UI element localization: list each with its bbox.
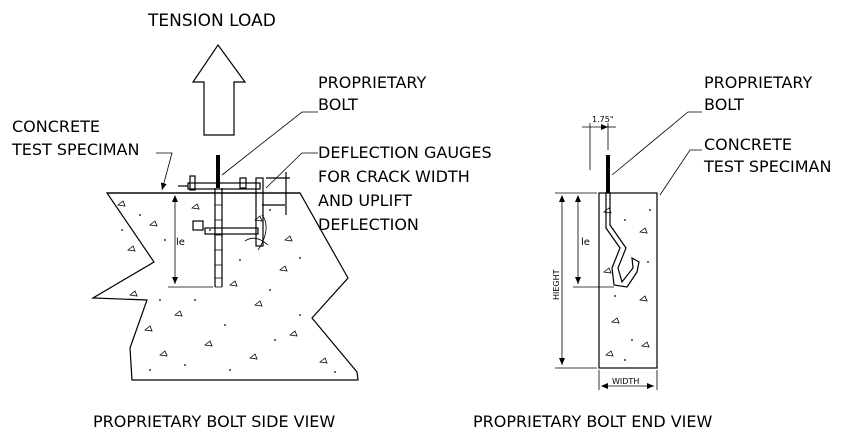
height-label: HIEGHT — [552, 269, 561, 300]
concrete-label-end-1: CONCRETE — [704, 135, 792, 154]
bolt-label-end-2: BOLT — [704, 95, 744, 114]
offset-dimension — [582, 123, 616, 170]
concrete-label-end-2: TEST SPECIMAN — [703, 157, 831, 176]
side-view-caption: PROPRIETARY BOLT SIDE VIEW — [93, 412, 335, 431]
bolt-leader-end — [611, 111, 702, 176]
height-dimension — [555, 192, 597, 369]
gauges-label-4: DEFLECTION — [318, 215, 419, 234]
deflection-gauge-frame — [178, 172, 290, 251]
le-label-end: le — [581, 237, 590, 248]
aggregate-texture-end — [603, 207, 651, 361]
concrete-label-side-1: CONCRETE — [12, 117, 100, 136]
hooked-bolt-end — [605, 193, 640, 288]
le-dimension-end — [573, 195, 614, 288]
gauges-leader — [265, 152, 318, 189]
tension-load-arrow — [191, 43, 247, 136]
offset-dim-label: 1.75" — [592, 115, 614, 124]
concrete-block-end — [598, 192, 658, 369]
tension-load-label: TENSION LOAD — [147, 11, 276, 31]
width-dimension — [598, 370, 658, 390]
side-view: TENSION LOAD — [11, 11, 492, 431]
bolt-label-side-1: PROPRIETARY — [318, 73, 427, 92]
le-dimension-side — [168, 192, 213, 288]
concrete-label-side-2: TEST SPECIMAN — [11, 140, 139, 159]
aggregate-texture-side — [117, 200, 336, 373]
bolt-label-side-2: BOLT — [318, 95, 358, 114]
gauges-label-3: AND UPLIFT — [318, 191, 412, 210]
le-label-side: le — [176, 237, 185, 248]
embedded-bolt-side — [214, 188, 223, 288]
end-view-caption: PROPRIETARY BOLT END VIEW — [473, 412, 713, 431]
bolt-leader-side — [221, 111, 318, 176]
width-label: WIDTH — [612, 377, 639, 386]
bolt-label-end-1: PROPRIETARY — [704, 73, 813, 92]
end-view: 1.75" HIEGHT le WIDTH PROPRIETARY BOLT C… — [473, 73, 831, 431]
concrete-leader-end — [659, 149, 702, 196]
concrete-leader-side — [156, 152, 173, 191]
gauges-label-2: FOR CRACK WIDTH — [318, 167, 470, 186]
gauges-label-1: DEFLECTION GAUGES — [318, 143, 492, 162]
